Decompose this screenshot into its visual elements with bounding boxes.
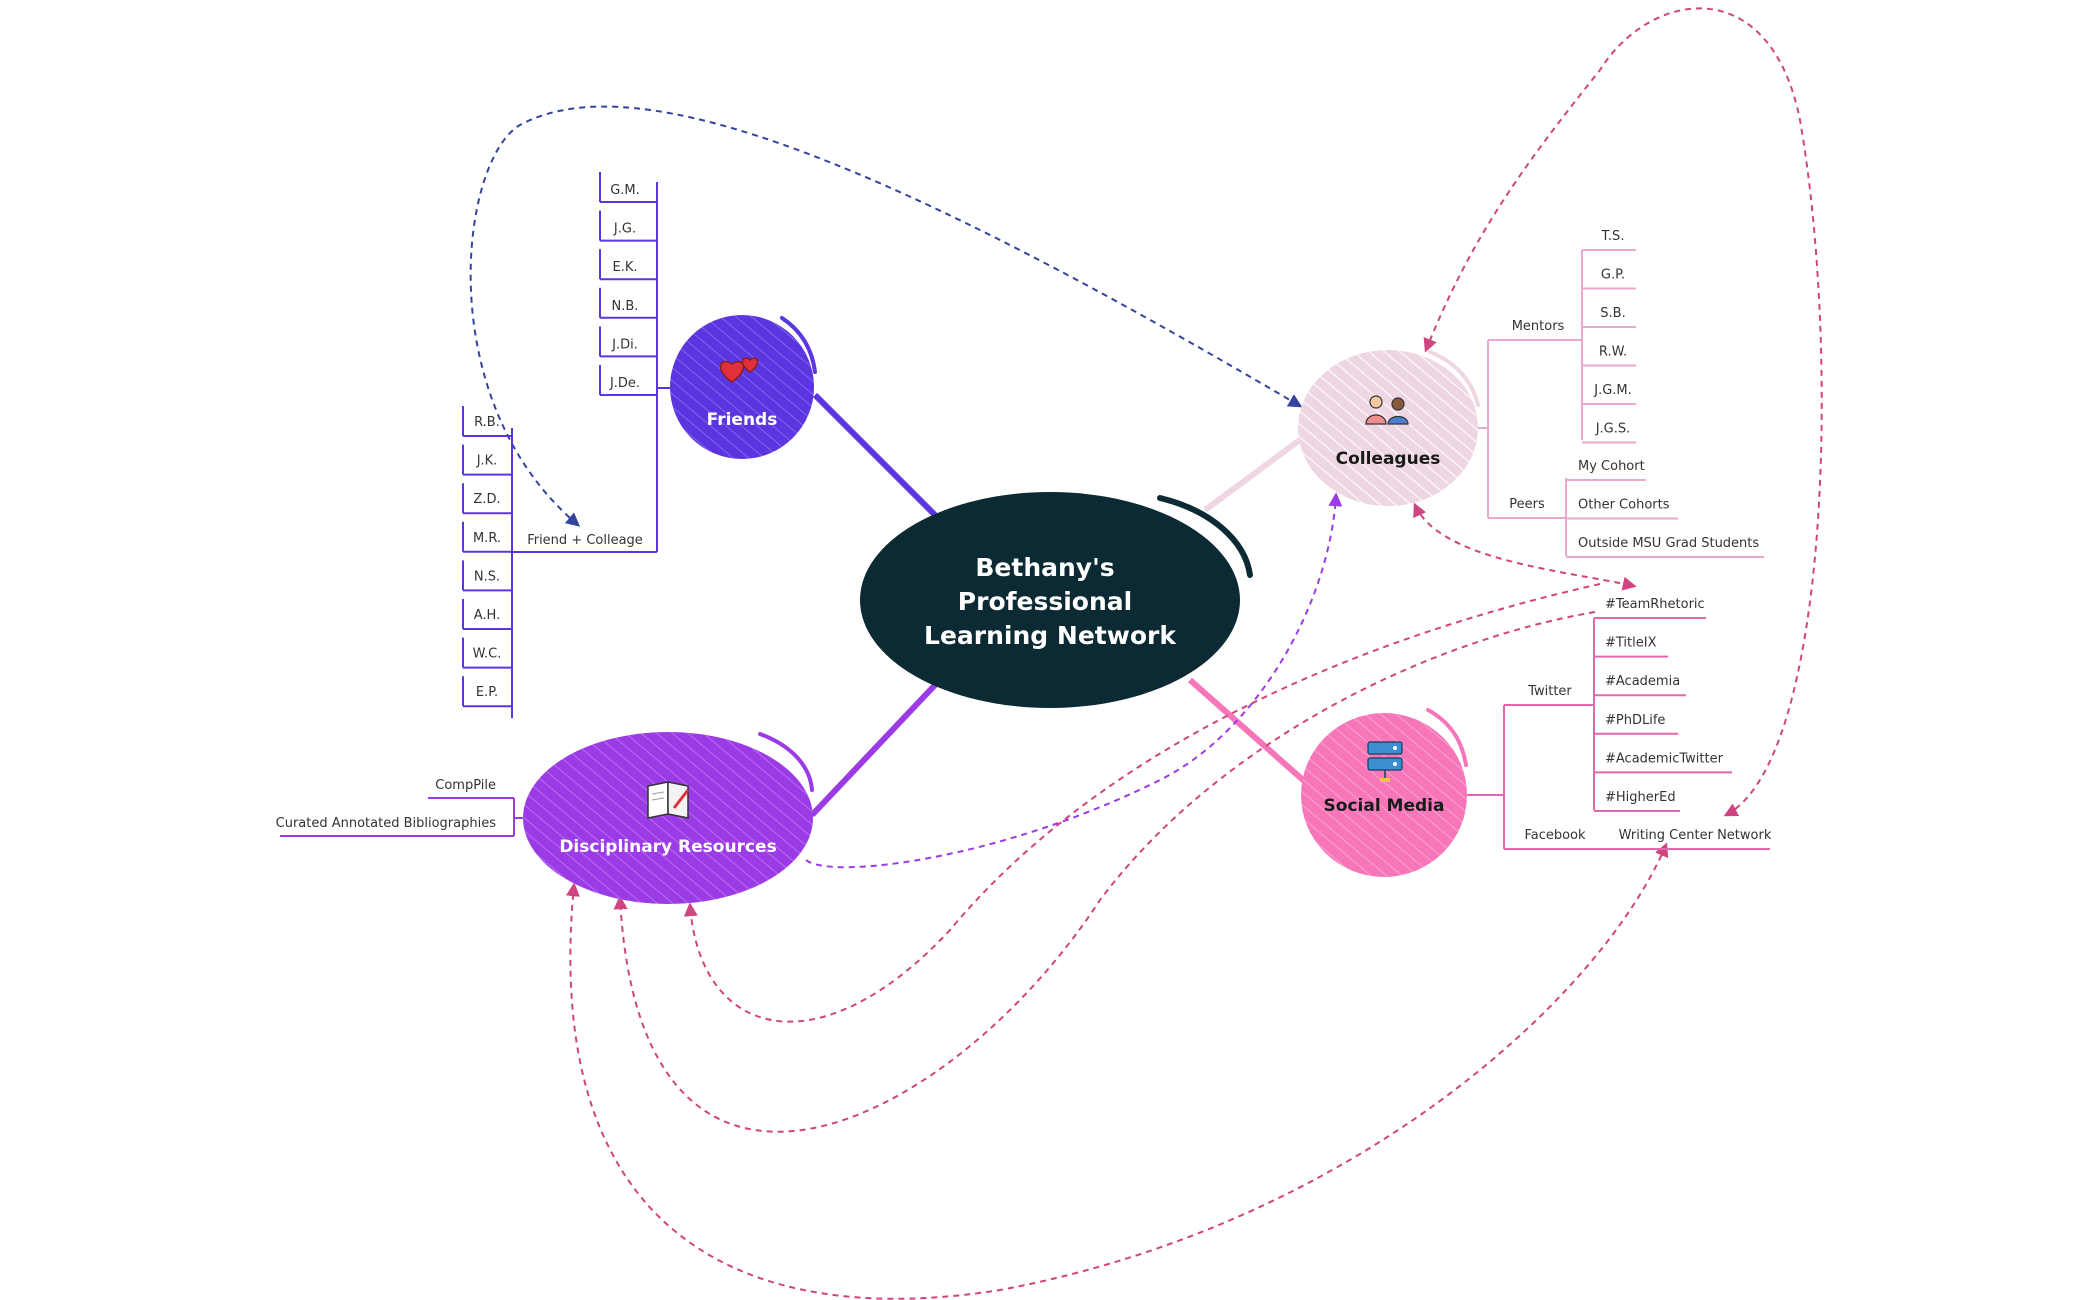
relation-writing-center-to-disciplinary (565, 842, 1669, 1300)
people-icon (1365, 395, 1409, 425)
resource-comppile[interactable]: CompPile (435, 778, 496, 793)
friends-topic[interactable]: Friends (670, 315, 817, 459)
relationship-lines (469, 7, 1823, 1300)
twitter-node[interactable]: Twitter (1527, 684, 1572, 699)
friend-j-g[interactable]: J.G. (613, 222, 636, 237)
friends-sketch-stroke (780, 316, 817, 374)
branch-social (1188, 677, 1322, 798)
peer-other-cohorts[interactable]: Other Cohorts (1578, 498, 1670, 513)
friend-colleague-n-s[interactable]: N.S. (474, 569, 500, 584)
resource-curated-annotated-bibliographies[interactable]: Curated Annotated Bibliographies (276, 816, 497, 831)
friend-colleague-r-b[interactable]: R.B. (474, 415, 500, 430)
central-title-line-3: Learning Network (924, 621, 1177, 650)
central-title-line-1: Bethany's (975, 553, 1114, 582)
relation-disciplinary-to-colleagues (805, 492, 1343, 869)
hashtag-phdlife[interactable]: #PhDLife (1605, 713, 1665, 728)
peer-my-cohort[interactable]: My Cohort (1578, 459, 1645, 474)
branch-disciplinary (809, 682, 938, 818)
colleagues-sketch-stroke (1428, 350, 1480, 407)
friend-g-m[interactable]: G.M. (610, 183, 640, 198)
social-subtree: Twitter #TeamRhetoric #TitleIX #Academia #Ph… (1467, 597, 1772, 850)
facebook-node[interactable]: Facebook (1524, 828, 1586, 843)
disciplinary-topic-shape (523, 732, 813, 904)
hashtag-teamrhetoric[interactable]: #TeamRhetoric (1605, 597, 1705, 612)
central-title-line-2: Professional (958, 587, 1132, 616)
friends-subtree: G.M. J.G. E.K. N.B. J.Di. J.De. Friend + Colle… (462, 172, 670, 719)
relation-writing-center-to-colleagues (1423, 7, 1823, 817)
mentors-node[interactable]: Mentors (1512, 319, 1565, 334)
friend-colleague-w-c[interactable]: W.C. (473, 647, 502, 662)
hashtag-academictwitter[interactable]: #AcademicTwitter (1605, 751, 1724, 766)
friend-colleague-e-p[interactable]: E.P. (476, 685, 498, 700)
hashtag-titleix[interactable]: #TitleIX (1605, 636, 1657, 651)
writing-center-network-node[interactable]: Writing Center Network (1619, 828, 1772, 843)
social-sketch-stroke (1426, 708, 1468, 767)
mentor-j-g-m[interactable]: J.G.M. (1593, 383, 1632, 398)
colleagues-subtree: Mentors T.S. G.P. S.B. R.W. J.G.M. J.G.S. Peers… (1478, 229, 1764, 558)
friend-colleague-z-d[interactable]: Z.D. (473, 492, 500, 507)
friend-colleague-a-h[interactable]: A.H. (474, 608, 500, 623)
server-icon (1367, 741, 1403, 782)
colleagues-topic-label: Colleagues (1336, 449, 1441, 469)
friend-colleague-node[interactable]: Friend + Colleage (527, 533, 643, 548)
central-topic[interactable]: Bethany's Professional Learning Network (860, 492, 1253, 708)
mentor-t-s[interactable]: T.S. (1601, 229, 1625, 244)
social-topic-label: Social Media (1324, 796, 1445, 816)
mentor-r-w[interactable]: R.W. (1599, 345, 1627, 360)
colleagues-topic-shape (1298, 350, 1478, 506)
peers-node[interactable]: Peers (1509, 497, 1545, 512)
friend-colleague-j-k[interactable]: J.K. (476, 454, 498, 469)
mentor-g-p[interactable]: G.P. (1601, 268, 1625, 283)
branch-friends (812, 392, 938, 518)
friend-j-de[interactable]: J.De. (609, 376, 640, 391)
hearts-icon (720, 357, 759, 383)
friend-e-k[interactable]: E.K. (612, 260, 637, 275)
central-topic-shape (860, 492, 1240, 708)
hashtag-academia[interactable]: #Academia (1605, 674, 1680, 689)
hashtag-highered[interactable]: #HigherEd (1605, 790, 1676, 805)
social-topic-shape (1301, 713, 1467, 877)
relation-titleix-to-disciplinary (613, 611, 1596, 1133)
relation-friend-colleague-to-colleagues (469, 105, 1303, 527)
social-topic[interactable]: Social Media (1301, 708, 1468, 877)
disciplinary-topic[interactable]: Disciplinary Resources (523, 732, 814, 904)
book-icon (647, 781, 690, 819)
disciplinary-sketch-stroke (758, 732, 814, 792)
mentor-s-b[interactable]: S.B. (1600, 306, 1625, 321)
mentor-j-g-s[interactable]: J.G.S. (1595, 422, 1631, 437)
friends-topic-label: Friends (707, 410, 778, 430)
colleagues-topic[interactable]: Colleagues (1298, 350, 1480, 506)
friend-n-b[interactable]: N.B. (612, 299, 639, 314)
central-topic-sketch-stroke (1157, 495, 1253, 578)
disciplinary-topic-label: Disciplinary Resources (559, 837, 776, 857)
friends-topic-shape (670, 315, 814, 459)
friend-j-di[interactable]: J.Di. (611, 337, 638, 352)
peer-outside-msu-grad-students[interactable]: Outside MSU Grad Students (1578, 536, 1759, 551)
friend-colleague-m-r[interactable]: M.R. (473, 531, 501, 546)
